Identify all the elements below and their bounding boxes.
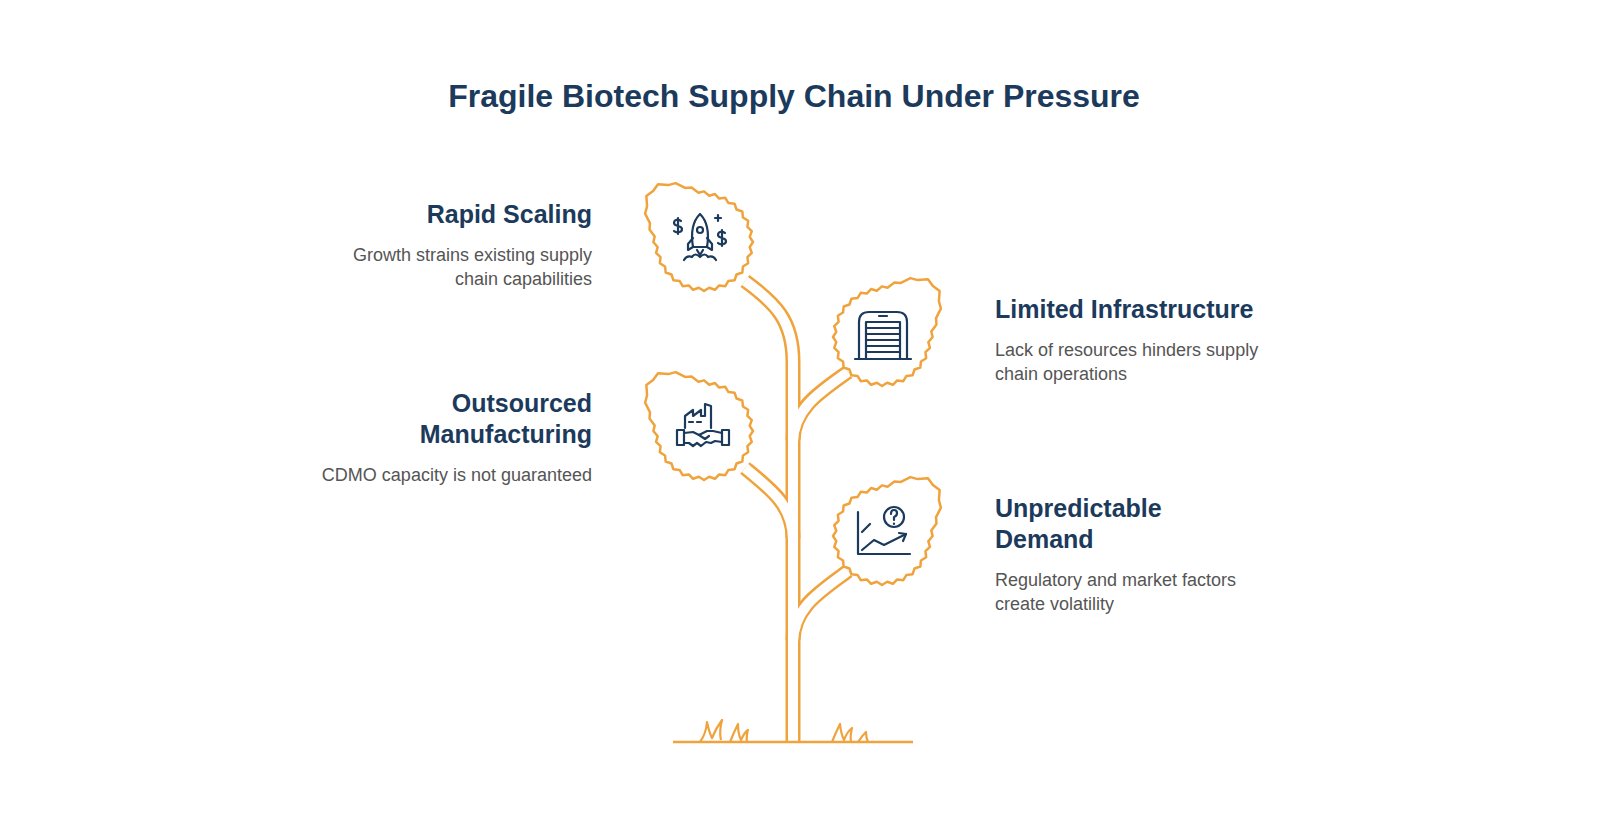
grass-tufts (700, 720, 868, 742)
leaf-node: Unpredictable DemandRegulatory and marke… (827, 481, 937, 591)
leaf-text-block: Outsourced ManufacturingCDMO capacity is… (282, 388, 592, 487)
leaf-node: Rapid ScalingGrowth strains existing sup… (649, 187, 759, 297)
leaf-description: Growth strains existing supply chain cap… (322, 243, 592, 291)
leaf-outline (649, 187, 759, 297)
leaf-node: Limited InfrastructureLack of resources … (827, 282, 937, 392)
leaf-heading: Rapid Scaling (312, 199, 592, 230)
diagram-title: Fragile Biotech Supply Chain Under Press… (0, 78, 1594, 115)
leaf-outline (827, 481, 937, 591)
ground-line (673, 741, 913, 744)
leaf-heading: Unpredictable Demand (995, 493, 1215, 555)
plant-stem-fill (745, 281, 848, 744)
leaf-heading: Limited Infrastructure (995, 294, 1315, 325)
leaf-text-block: Limited InfrastructureLack of resources … (995, 294, 1315, 386)
leaf-description: Lack of resources hinders supply chain o… (995, 338, 1295, 386)
leaf-outline (827, 282, 937, 392)
leaf-heading: Outsourced Manufacturing (362, 388, 592, 450)
leaf-node: Outsourced ManufacturingCDMO capacity is… (649, 376, 759, 486)
leaf-description: Regulatory and market factors create vol… (995, 568, 1275, 616)
leaf-text-block: Unpredictable DemandRegulatory and marke… (995, 493, 1295, 616)
leaf-text-block: Rapid ScalingGrowth strains existing sup… (292, 199, 592, 291)
leaf-outline (649, 376, 759, 486)
leaf-description: CDMO capacity is not guaranteed (287, 463, 592, 487)
